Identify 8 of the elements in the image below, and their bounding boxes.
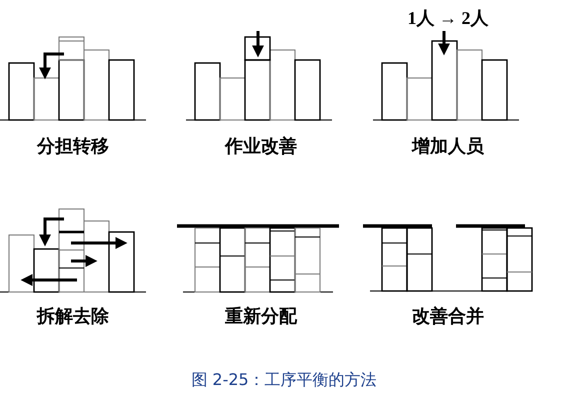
panel-title: 增加人员 bbox=[412, 135, 484, 158]
panel-title: 重新分配 bbox=[225, 305, 297, 328]
figure-caption: 图 2-25：工序平衡的方法 bbox=[191, 370, 377, 391]
annotation-text: 1人 → 2人 bbox=[408, 7, 488, 30]
panel-title: 拆解去除 bbox=[37, 305, 109, 328]
panel-title: 作业改善 bbox=[225, 135, 297, 158]
panel-title: 分担转移 bbox=[37, 135, 109, 158]
panel-title: 改善合并 bbox=[412, 305, 484, 328]
